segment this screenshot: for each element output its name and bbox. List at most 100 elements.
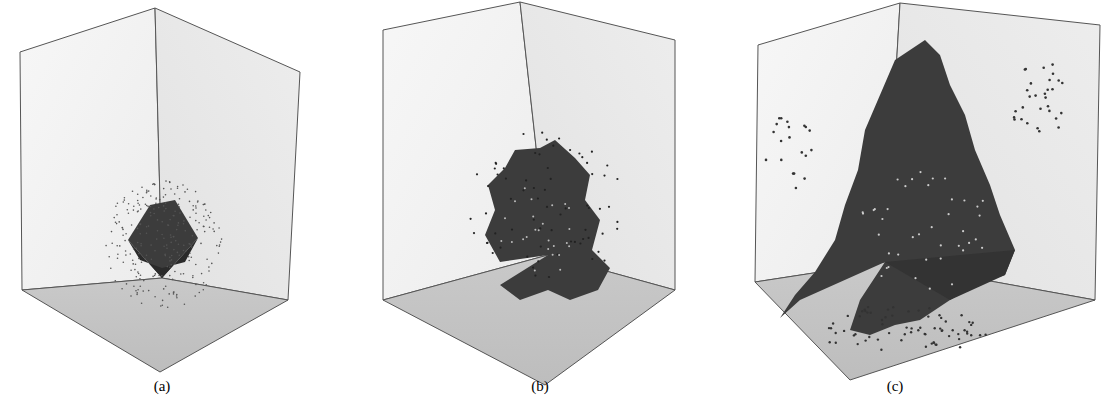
particle-dot xyxy=(934,327,936,329)
dark-region xyxy=(885,250,1015,300)
particle-dot xyxy=(162,304,164,306)
particle-dot xyxy=(178,244,180,246)
particle-dot xyxy=(161,221,163,223)
particle-dot xyxy=(485,212,487,214)
particle-dot xyxy=(188,256,190,258)
particle-dot xyxy=(170,242,172,244)
particle-dot xyxy=(963,199,965,201)
particle-dot xyxy=(786,121,789,124)
particle-dot xyxy=(169,260,171,262)
particle-dot xyxy=(195,220,197,222)
particle-dot xyxy=(499,247,501,249)
particle-dot xyxy=(862,213,864,215)
floor xyxy=(22,278,288,372)
particle-dot xyxy=(173,215,175,217)
particle-dot xyxy=(174,210,176,212)
particle-dot xyxy=(175,240,177,242)
particle-dot xyxy=(210,212,212,214)
particle-dot xyxy=(565,207,567,209)
particle-dot xyxy=(970,324,972,326)
particle-dot xyxy=(884,316,886,318)
particle-dot xyxy=(1048,79,1051,82)
particle-dot xyxy=(492,252,494,254)
particle-dot xyxy=(958,245,960,247)
particle-dot xyxy=(1057,126,1060,129)
particle-dot xyxy=(131,224,133,226)
particle-dot xyxy=(199,292,201,294)
particle-dot xyxy=(154,296,156,298)
particle-dot xyxy=(948,335,950,337)
particle-dot xyxy=(924,333,926,335)
particle-dot xyxy=(183,244,185,246)
particle-dot xyxy=(179,212,181,214)
particle-dot xyxy=(132,263,134,265)
particle-dot xyxy=(1051,88,1054,91)
particle-dot xyxy=(165,285,167,287)
particle-dot xyxy=(139,224,141,226)
particle-dot xyxy=(178,222,180,224)
particle-dot xyxy=(142,197,144,199)
particle-dot xyxy=(881,319,883,321)
particle-dot xyxy=(1047,105,1050,108)
cube-b xyxy=(383,2,675,385)
particle-dot xyxy=(487,185,489,187)
particle-dot xyxy=(140,233,142,235)
particle-dot xyxy=(197,201,199,203)
particle-dot xyxy=(185,230,187,232)
particle-dot xyxy=(150,215,152,217)
particle-dot xyxy=(917,329,919,331)
particle-dot xyxy=(935,344,937,346)
particle-dot xyxy=(141,187,143,189)
particle-dot xyxy=(218,227,220,229)
particle-dot xyxy=(867,306,869,308)
particle-dot xyxy=(178,204,180,206)
particle-dot xyxy=(588,207,590,209)
particle-dot xyxy=(218,252,220,254)
particle-dot xyxy=(173,291,175,293)
particle-dot xyxy=(153,208,155,210)
particle-dot xyxy=(140,243,142,245)
particle-dot xyxy=(204,231,206,233)
particle-dot xyxy=(154,184,156,186)
particle-dot xyxy=(164,254,166,256)
particle-dot xyxy=(115,280,117,282)
particle-dot xyxy=(959,346,961,348)
particle-dot xyxy=(138,253,140,255)
particle-dot xyxy=(194,295,196,297)
particle-dot xyxy=(176,294,178,296)
cube-c xyxy=(755,3,1100,380)
particle-dot xyxy=(196,229,198,231)
particle-dot xyxy=(119,245,121,247)
particle-dot xyxy=(962,249,964,251)
particle-dot xyxy=(205,284,207,286)
particle-dot xyxy=(216,245,218,247)
particle-dot xyxy=(155,273,157,275)
particle-dot xyxy=(568,245,570,247)
particle-dot xyxy=(108,256,110,258)
particle-dot xyxy=(146,190,148,192)
particle-dot xyxy=(968,242,970,244)
particle-dot xyxy=(510,198,512,200)
particle-dot xyxy=(146,192,148,194)
particle-dot xyxy=(550,178,552,180)
particle-dot xyxy=(558,137,560,139)
particle-dot xyxy=(957,333,959,335)
particle-dot xyxy=(546,206,548,208)
particle-dot xyxy=(544,189,546,191)
particle-dot xyxy=(1038,130,1041,133)
particle-dot xyxy=(891,314,893,316)
particle-dot xyxy=(929,288,931,290)
particle-dot xyxy=(171,259,173,261)
particle-dot xyxy=(125,250,127,252)
particle-dot xyxy=(918,233,920,235)
particle-dot xyxy=(775,123,778,126)
particle-dot xyxy=(497,173,499,175)
particle-dot xyxy=(578,152,580,154)
particle-dot xyxy=(154,250,156,252)
particle-dot xyxy=(192,235,194,237)
particle-dot xyxy=(212,228,214,230)
particle-dot xyxy=(195,284,197,286)
particle-dot xyxy=(169,275,171,277)
particle-dot xyxy=(192,209,194,211)
particle-dot xyxy=(167,306,169,308)
